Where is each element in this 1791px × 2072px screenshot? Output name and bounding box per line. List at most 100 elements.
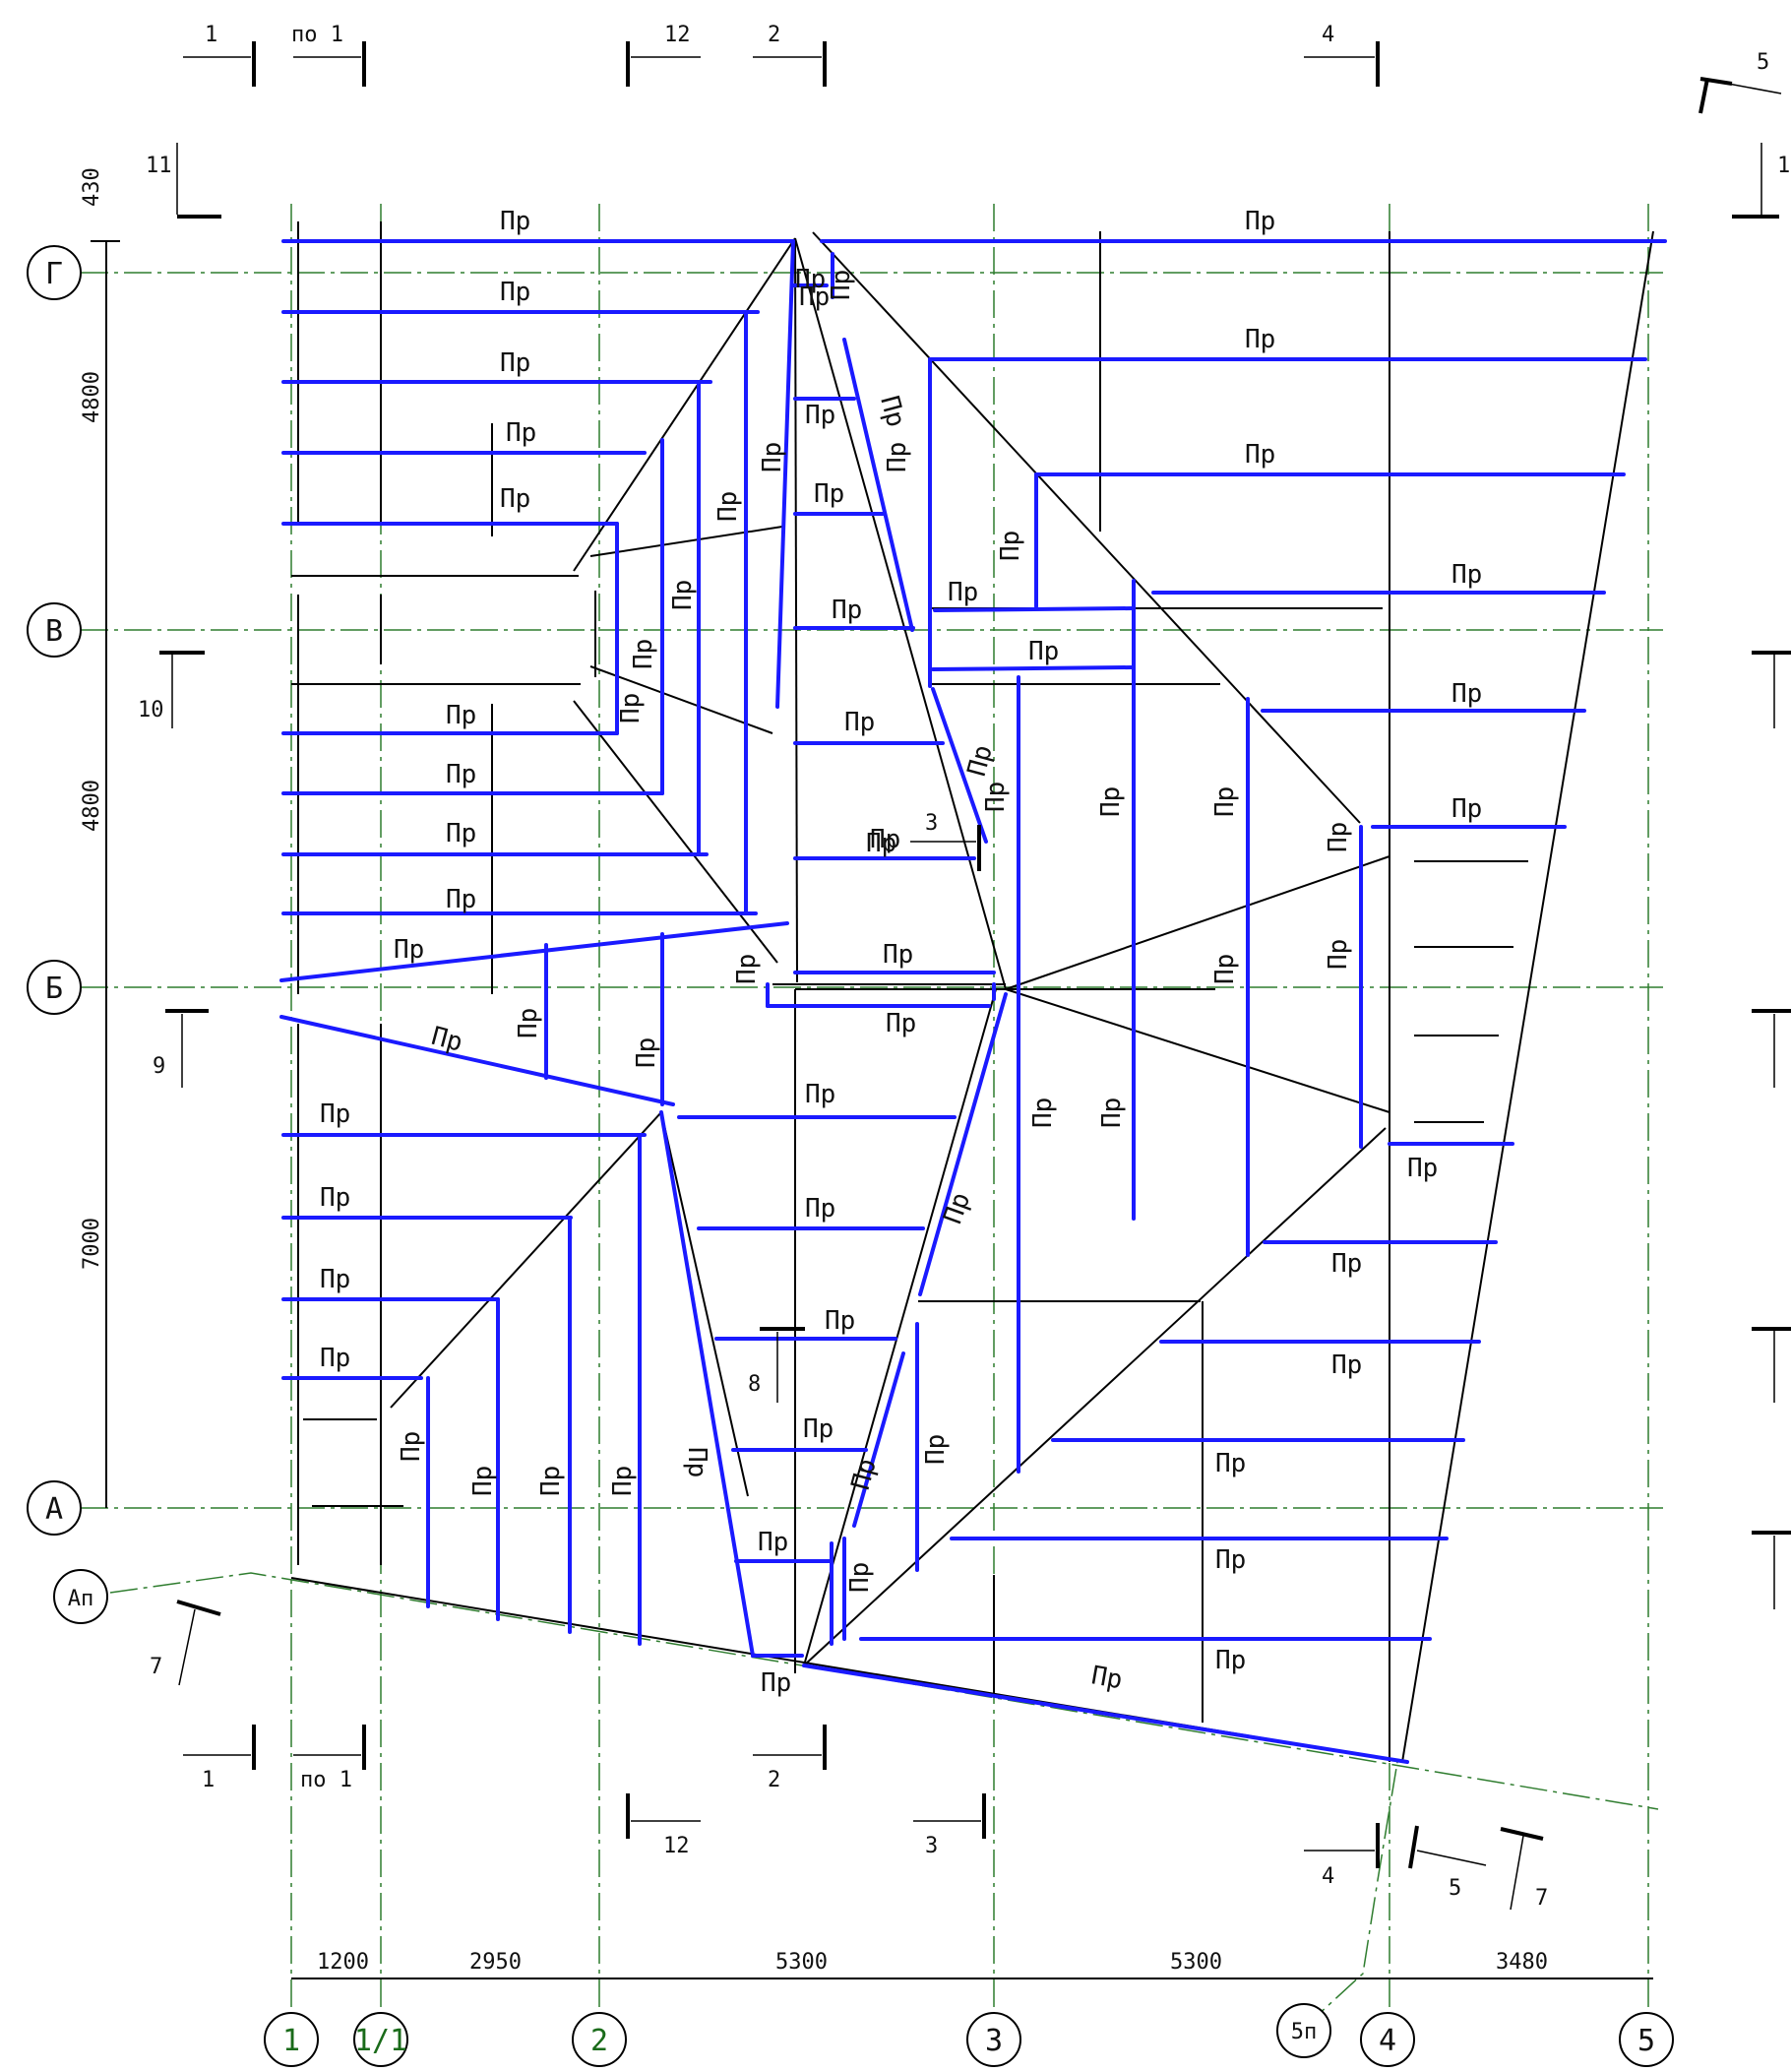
axis-bubble-ap: Ап <box>53 1569 108 1624</box>
dimension-label: 4800 <box>80 780 104 832</box>
rafter-label: Пр <box>500 278 530 307</box>
rafter-label: Пр <box>1215 1449 1246 1478</box>
rafter-labels-vertical: Пр Пр Пр Пр Пр Пр Пр Пр Пр Пр Пр Пр Пр П… <box>397 270 1353 1696</box>
svg-text:12: 12 <box>663 1834 690 1858</box>
rafter-label: Пр <box>1215 1646 1246 1675</box>
svg-text:Ап: Ап <box>68 1587 94 1611</box>
section-marks-top <box>176 41 1782 219</box>
svg-text:11: 11 <box>146 154 172 178</box>
axis-bubble-4: 4 <box>1360 2012 1415 2067</box>
rafter-label: Пр <box>846 1456 883 1493</box>
rafter-label: Пр <box>874 393 910 430</box>
svg-text:7: 7 <box>1535 1886 1548 1911</box>
vertical-dimensions: 430 4800 4800 7000 <box>80 167 104 1270</box>
rafter-label: Пр <box>814 479 844 509</box>
rafter-label: Пр <box>1210 786 1240 817</box>
svg-text:9: 9 <box>153 1054 165 1079</box>
svg-text:5п: 5п <box>1291 2020 1318 2044</box>
structure-lines <box>91 221 1654 1979</box>
rafter-label: Пр <box>844 708 875 737</box>
rafter-label: Пр <box>1451 560 1482 590</box>
svg-text:4: 4 <box>1322 23 1334 47</box>
svg-text:по 1: по 1 <box>291 23 343 47</box>
svg-text:7: 7 <box>150 1655 162 1679</box>
rafter-label: Пр <box>758 1528 788 1557</box>
section-labels-inner: 3 8 <box>748 811 938 1397</box>
dimension-label: 2950 <box>469 1950 522 1975</box>
svg-text:3: 3 <box>925 811 938 836</box>
svg-text:12: 12 <box>664 23 691 47</box>
rafter-label: Пр <box>1331 1350 1362 1380</box>
rafter-label: Пр <box>446 760 476 789</box>
svg-text:Г: Г <box>45 257 63 291</box>
rafter-label: Пр <box>506 418 536 448</box>
rafter-label: Пр <box>805 401 835 430</box>
rafter-label: Пр <box>1451 679 1482 709</box>
svg-text:4: 4 <box>1322 1864 1334 1889</box>
rafter-label: Пр <box>608 1466 638 1496</box>
rafter-label: Пр <box>1331 1249 1362 1279</box>
rafter-label: Пр <box>320 1183 350 1213</box>
rafter-label: Пр <box>870 825 900 854</box>
svg-text:А: А <box>45 1492 63 1527</box>
svg-text:1: 1 <box>282 2024 300 2058</box>
svg-text:4: 4 <box>1379 2024 1396 2058</box>
svg-text:1: 1 <box>202 1768 215 1792</box>
rafter-label: Пр <box>616 693 646 723</box>
svg-text:8: 8 <box>748 1372 761 1397</box>
svg-text:3: 3 <box>985 2024 1003 2058</box>
rafter-label: Пр <box>883 940 913 970</box>
svg-text:В: В <box>45 614 63 649</box>
horizontal-dimensions: 1200 2950 5300 5300 3480 <box>317 1950 1548 1975</box>
dimension-label: 5300 <box>775 1950 828 1975</box>
axis-bubble-v: В <box>27 602 82 658</box>
rafter-labels: Пр Пр Пр Пр Пр Пр Пр Пр Пр Пр Пр Пр Пр П… <box>320 207 1482 1698</box>
svg-text:1/1: 1/1 <box>354 2024 407 2058</box>
section-marks-inner <box>760 825 981 1403</box>
axis-bubble-2: 2 <box>572 2012 627 2067</box>
rafter-label: Пр <box>500 348 530 378</box>
rafter-label: Пр <box>921 1434 951 1465</box>
rafter-label: Пр <box>397 1431 426 1462</box>
dimension-label: 430 <box>80 167 104 207</box>
rafter-label: Пр <box>981 782 1011 812</box>
svg-text:2: 2 <box>590 2024 608 2058</box>
rafter-label: Пр <box>446 701 476 730</box>
axis-bubble-b: Б <box>27 960 82 1015</box>
dimension-label: 5300 <box>1170 1950 1222 1975</box>
rafter-label: Пр <box>1245 325 1275 354</box>
dimension-label: 3480 <box>1496 1950 1548 1975</box>
rafter-label: Пр <box>1245 207 1275 236</box>
rafter-label: Пр <box>883 442 912 472</box>
rafter-label: Пр <box>536 1466 566 1496</box>
svg-text:10: 10 <box>138 698 164 722</box>
svg-text:Б: Б <box>45 972 63 1006</box>
rafter-label: Пр <box>500 207 530 236</box>
section-marks-left <box>159 651 1791 1686</box>
rafter-label: Пр <box>446 885 476 914</box>
rafter-label: Пр <box>320 1099 350 1129</box>
svg-text:по 1: по 1 <box>300 1768 352 1792</box>
axis-bubble-5: 5 <box>1619 2012 1674 2067</box>
rafter-label: Пр <box>1324 822 1353 852</box>
axis-bubble-5p: 5п <box>1276 2003 1331 2058</box>
axis-bubble-g: Г <box>27 245 82 300</box>
rafter-label: Пр <box>805 1194 835 1224</box>
rafter-label: Пр <box>514 1008 543 1038</box>
svg-text:5: 5 <box>1757 50 1769 75</box>
rafter-label: Пр <box>1245 440 1275 470</box>
dimension-label: 7000 <box>80 1218 104 1270</box>
rafter-label: Пр <box>713 491 743 522</box>
rafter-label: Пр <box>682 1447 711 1477</box>
rafter-label: Пр <box>827 270 856 300</box>
rafter-label: Пр <box>761 1668 791 1698</box>
rafter-label: Пр <box>446 819 476 848</box>
rafter-label: Пр <box>1096 786 1126 817</box>
rafter-label: Пр <box>845 1562 875 1593</box>
rafter-label: Пр <box>668 580 698 610</box>
rafter-label: Пр <box>795 265 826 294</box>
section-marks-bottom <box>183 1725 1544 1911</box>
rafter-label: Пр <box>832 596 862 625</box>
rafter-label: Пр <box>394 935 424 965</box>
rafter-label: Пр <box>758 442 787 472</box>
